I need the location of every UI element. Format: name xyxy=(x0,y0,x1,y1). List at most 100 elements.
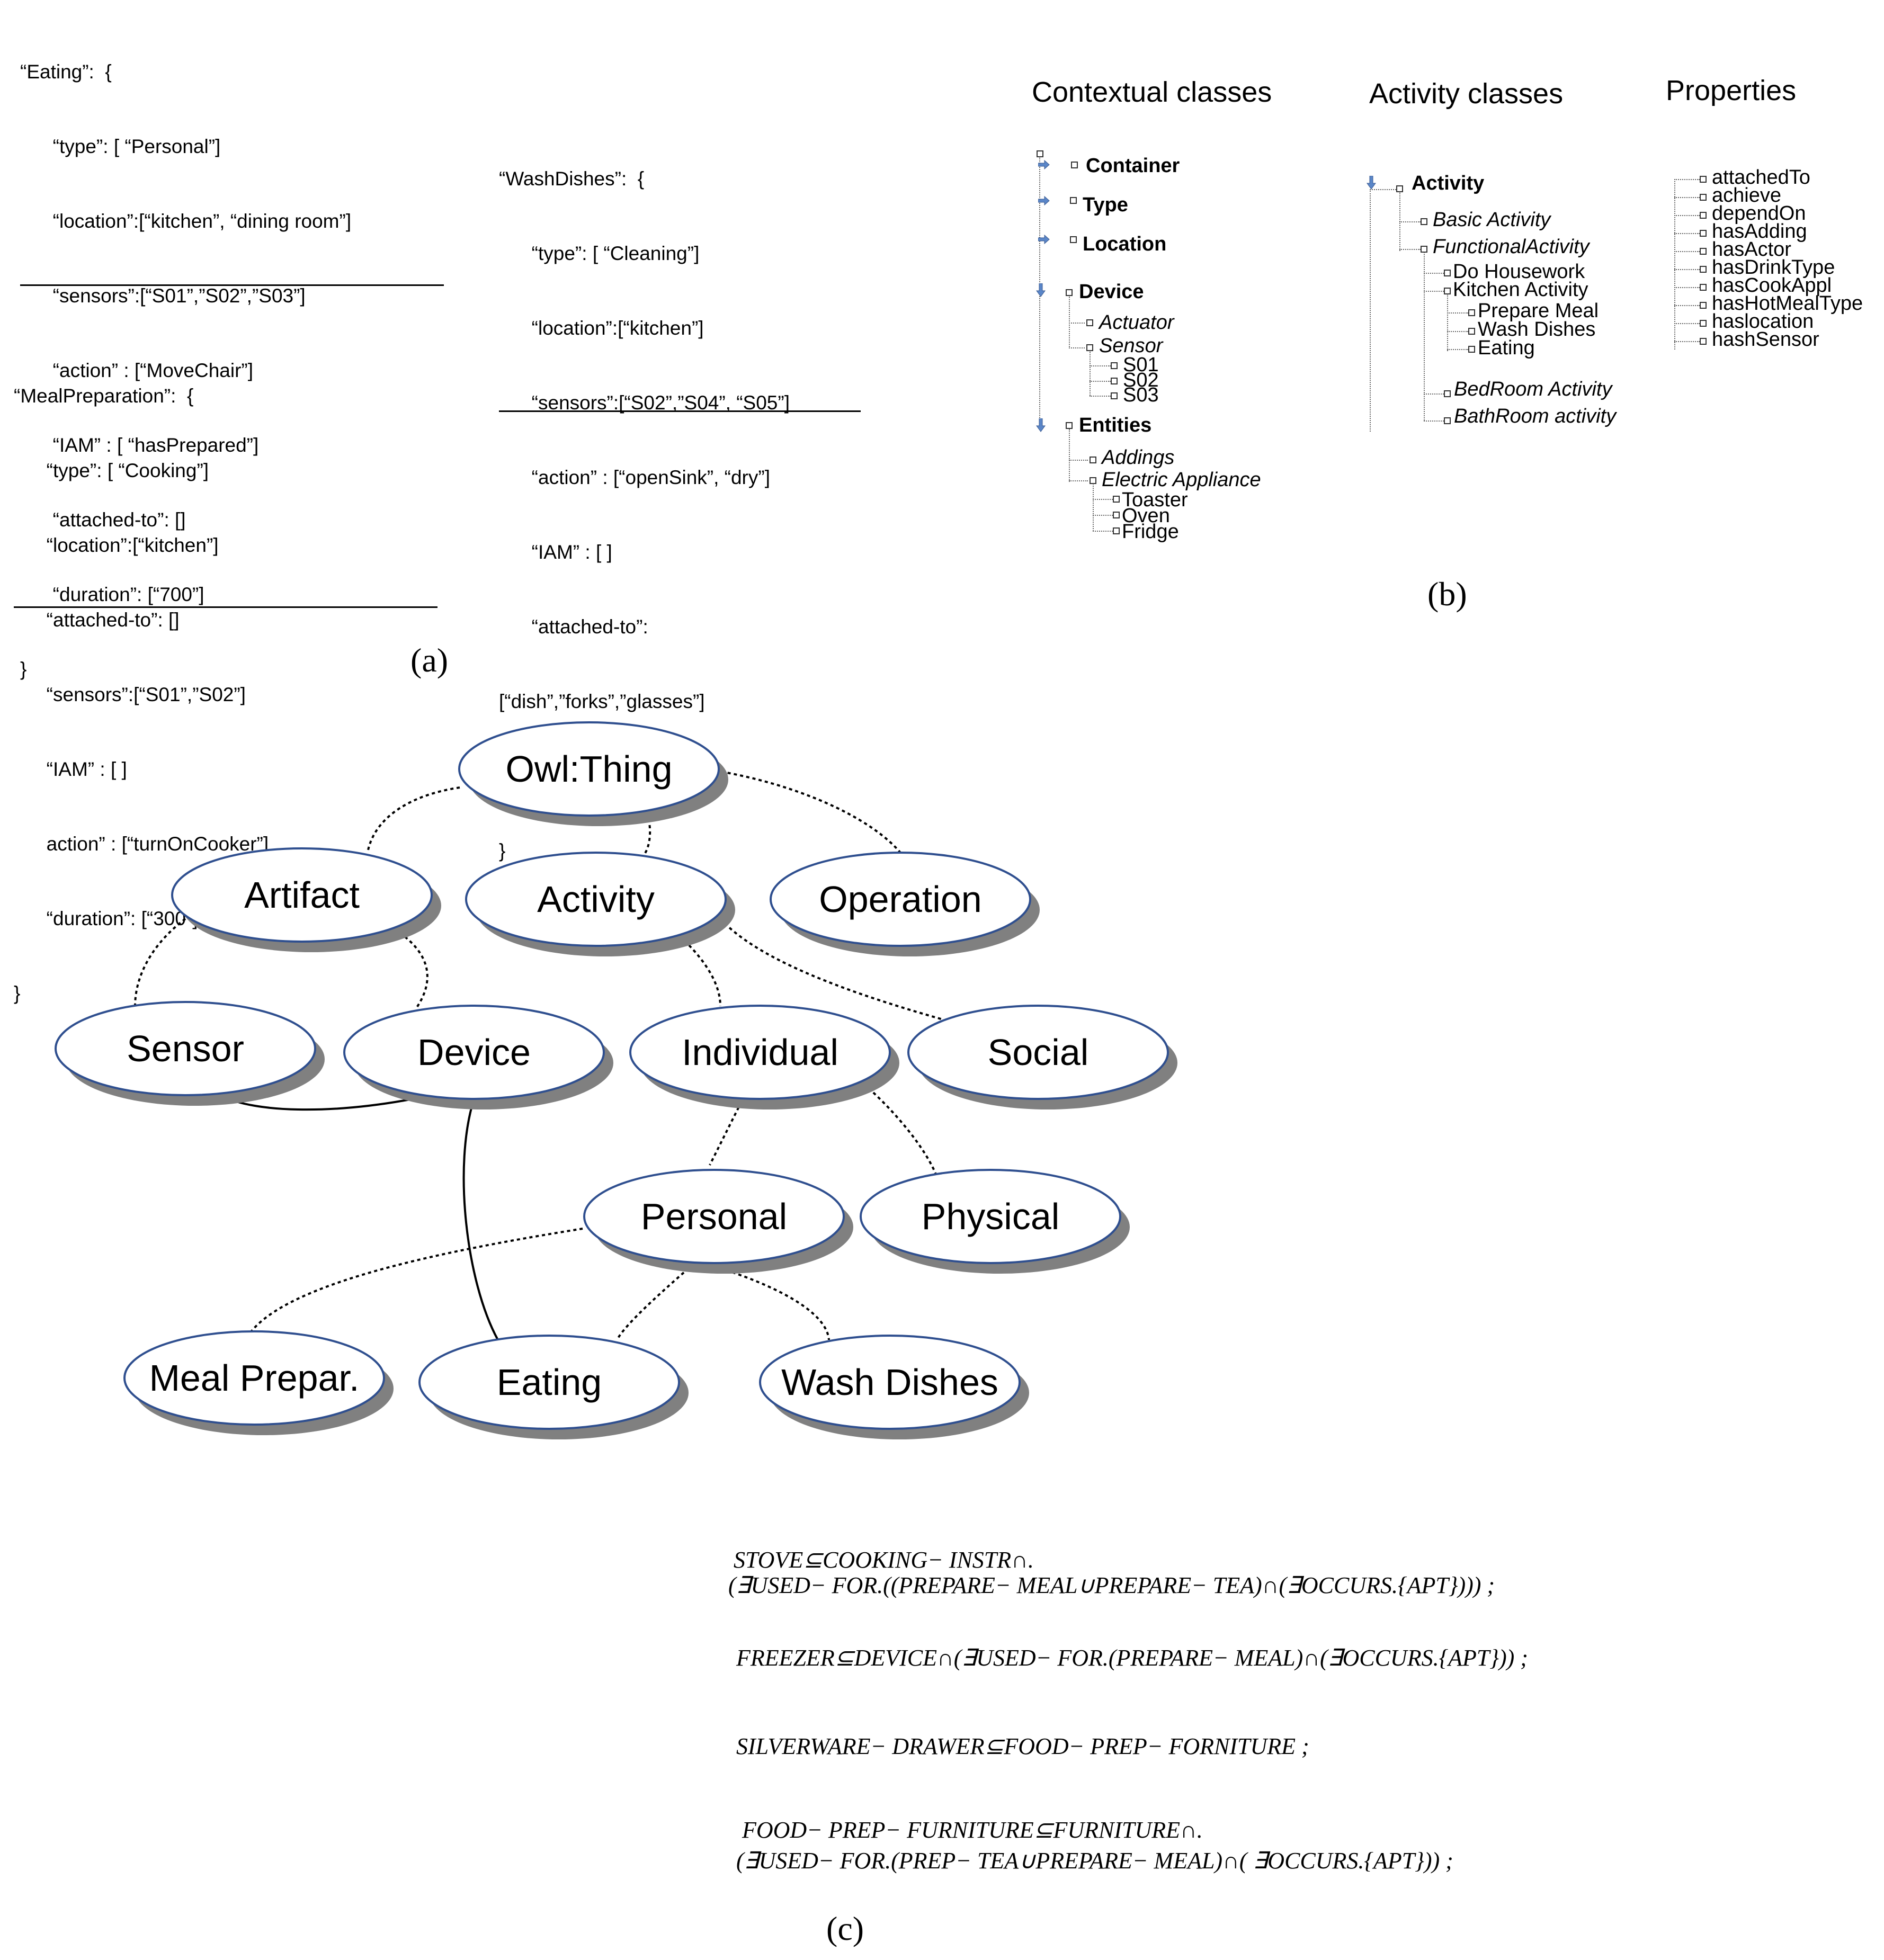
tree-item-fridge[interactable]: Fridge xyxy=(1122,521,1179,543)
tree-connector xyxy=(1674,233,1700,234)
node-icon xyxy=(1700,212,1707,219)
node-icon xyxy=(1700,338,1707,345)
tree-item-basic-activity[interactable]: Basic Activity xyxy=(1433,209,1551,231)
node-activity-label: Activity xyxy=(537,879,655,920)
tree-item-entities[interactable]: Entities xyxy=(1079,414,1152,436)
tree-item-addings[interactable]: Addings xyxy=(1102,446,1175,469)
node-personal-ellipse xyxy=(583,1169,845,1264)
code-line: “type”: [ “Cooking”] xyxy=(14,460,209,481)
node-icon xyxy=(1113,527,1120,534)
node-owl-thing-label: Owl:Thing xyxy=(505,748,672,790)
property-item[interactable]: dependOn xyxy=(1712,202,1806,225)
property-item[interactable]: hasActor xyxy=(1712,238,1791,261)
node-device-ellipse xyxy=(343,1005,605,1100)
code-line: “sensors”:[“S01”,”S02”,”S03”] xyxy=(20,285,306,307)
edge-activity-individual xyxy=(674,931,721,1007)
edge-owl-activity xyxy=(642,812,651,856)
tree-item-type[interactable]: Type xyxy=(1083,194,1128,216)
tree-item-functional-activity[interactable]: FunctionalActivity xyxy=(1433,236,1590,258)
node-artifact-ellipse xyxy=(171,847,433,943)
tree-item-prepare-meal[interactable]: Prepare Meal xyxy=(1478,300,1599,322)
tree-item-sensor[interactable]: Sensor xyxy=(1099,335,1163,357)
tree-item-bedroom-activity[interactable]: BedRoom Activity xyxy=(1454,378,1612,400)
node-sensor: Sensor xyxy=(55,1001,325,1106)
property-item[interactable]: achieve xyxy=(1712,184,1781,207)
property-item[interactable]: hasCookAppl xyxy=(1712,274,1832,297)
code-line: “MealPreparation”: { xyxy=(14,385,194,407)
tree-connector xyxy=(1093,531,1113,532)
code-line: “attached-to”: [] xyxy=(20,509,186,531)
tree-item-kitchen-activity[interactable]: Kitchen Activity xyxy=(1453,279,1588,301)
node-icon xyxy=(1421,218,1427,225)
tree-connector xyxy=(1447,294,1448,351)
edge-device-eating xyxy=(462,1098,499,1340)
tree-connector xyxy=(1674,179,1700,180)
tree-item-container[interactable]: Container xyxy=(1086,155,1180,177)
node-icon xyxy=(1700,320,1707,327)
tree-connector xyxy=(1447,312,1468,314)
code-line: “attached-to”: [] xyxy=(14,609,180,631)
tree-item-location[interactable]: Location xyxy=(1083,233,1167,255)
node-meal-prepar-ellipse xyxy=(123,1330,385,1426)
node-physical-ellipse xyxy=(860,1169,1121,1264)
code-line: “Eating”: { xyxy=(20,61,112,83)
node-icon xyxy=(1071,162,1078,168)
tree-connector xyxy=(1399,249,1421,250)
tree-item-bathroom-activity[interactable]: BathRoom activity xyxy=(1454,405,1617,427)
code-line: “attached-to”: xyxy=(499,616,648,638)
arrow-right-icon xyxy=(1038,235,1050,244)
formula-freezer: FREEZER⊆DEVICE∩(∃USED− FOR.(PREPARE− MEA… xyxy=(736,1645,1528,1671)
tree-item-eating[interactable]: Eating xyxy=(1478,337,1535,359)
node-wash-dishes-ellipse xyxy=(759,1335,1021,1430)
property-item[interactable]: hashSensor xyxy=(1712,328,1819,351)
caption-b: (b) xyxy=(1427,575,1467,613)
edge-personal-eating xyxy=(616,1267,690,1340)
tree-item-wash-dishes[interactable]: Wash Dishes xyxy=(1478,318,1596,341)
node-icon xyxy=(1111,362,1118,369)
node-icon xyxy=(1700,302,1707,309)
node-physical: Physical xyxy=(860,1169,1130,1274)
arrow-right-icon xyxy=(1038,160,1050,169)
tree-item-toaster[interactable]: Toaster xyxy=(1122,489,1188,511)
code-line: } xyxy=(20,658,27,680)
tree-item-s02[interactable]: S02 xyxy=(1123,369,1159,391)
property-item[interactable]: hasDrinkType xyxy=(1712,256,1835,279)
node-icon xyxy=(1700,176,1707,183)
tree-item-actuator[interactable]: Actuator xyxy=(1099,311,1174,334)
node-personal-label: Personal xyxy=(641,1196,787,1237)
node-sensor-label: Sensor xyxy=(127,1028,244,1069)
tree-item-electric-appliance[interactable]: Electric Appliance xyxy=(1102,469,1261,491)
property-item[interactable]: attachedTo xyxy=(1712,166,1810,189)
tree-item-s03[interactable]: S03 xyxy=(1123,384,1159,406)
tree-item-s01[interactable]: S01 xyxy=(1123,354,1159,376)
node-icon xyxy=(1700,194,1707,201)
property-item[interactable]: hasHotMealType xyxy=(1712,292,1863,315)
tree-connector xyxy=(1674,287,1700,288)
tree-item-activity[interactable]: Activity xyxy=(1412,172,1485,194)
node-icon xyxy=(1086,319,1093,326)
node-personal: Personal xyxy=(583,1169,853,1274)
node-activity: Activity xyxy=(465,852,735,956)
tree-item-device[interactable]: Device xyxy=(1079,281,1144,303)
code-line: “IAM” : [ ] xyxy=(499,541,612,563)
tree-connector xyxy=(1447,349,1468,350)
property-item[interactable]: haslocation xyxy=(1712,310,1814,333)
node-social: Social xyxy=(907,1005,1177,1109)
tree-item-oven[interactable]: Oven xyxy=(1122,505,1170,527)
node-icon xyxy=(1444,390,1451,397)
tree-connector xyxy=(1674,197,1700,198)
code-line: “location”:[“kitchen”] xyxy=(14,534,219,556)
code-line: “duration”: [“700”] xyxy=(20,584,204,605)
tree-item-do-housework[interactable]: Do Housework xyxy=(1453,261,1585,283)
code-line: “type”: [ “Cleaning”] xyxy=(499,243,700,264)
formula-food-prep-line2: (∃USED− FOR.(PREP− TEA∪PREPARE− MEAL)∩( … xyxy=(736,1848,1453,1874)
code-line: “sensors”:[“S02”,”S04”, “S05”] xyxy=(499,392,790,414)
node-social-label: Social xyxy=(988,1032,1089,1073)
tree-connector xyxy=(1424,252,1425,420)
tree-connector xyxy=(1093,484,1094,531)
tree-connector xyxy=(1090,396,1111,397)
node-icon xyxy=(1700,266,1707,273)
tree-connector xyxy=(1069,347,1085,348)
property-item[interactable]: hasAdding xyxy=(1712,220,1807,243)
